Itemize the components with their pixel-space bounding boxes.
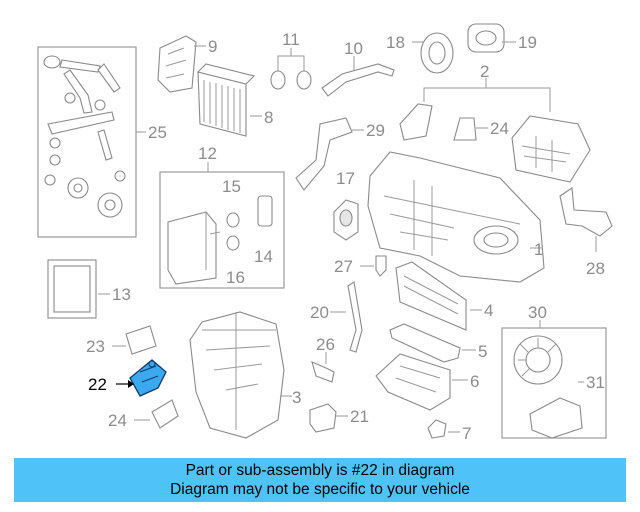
callout-24-top[interactable]: 24 xyxy=(490,119,509,138)
part-15-oring xyxy=(226,212,240,228)
callout-24-bottom[interactable]: 24 xyxy=(108,411,127,430)
callout-18[interactable]: 18 xyxy=(386,33,405,52)
callout-7[interactable]: 7 xyxy=(462,424,471,443)
part-16-oring xyxy=(226,235,240,251)
part-3-housing xyxy=(189,311,285,439)
part-24-clip-bottom xyxy=(151,399,179,429)
callout-28[interactable]: 28 xyxy=(586,259,605,278)
part-4-filter xyxy=(395,261,467,331)
callout-9[interactable]: 9 xyxy=(208,37,217,56)
callout-15[interactable]: 15 xyxy=(222,177,241,196)
part-2-flap-a xyxy=(399,103,433,141)
part-27-bolt xyxy=(375,255,387,277)
callout-19[interactable]: 19 xyxy=(518,33,537,52)
part-6-tray xyxy=(375,353,451,411)
group-25-box xyxy=(37,46,137,238)
part-29-bracket xyxy=(295,117,353,191)
callout-25[interactable]: 25 xyxy=(148,123,167,142)
part-21-part xyxy=(309,403,337,433)
callout-22[interactable]: 22 xyxy=(88,375,107,394)
callout-14[interactable]: 14 xyxy=(254,247,273,266)
group-12-box xyxy=(159,171,285,289)
part-28-bracket xyxy=(559,187,613,237)
callout-21[interactable]: 21 xyxy=(350,407,369,426)
part-10-pipe xyxy=(321,63,395,97)
callout-2[interactable]: 2 xyxy=(480,62,489,81)
callout-17[interactable]: 17 xyxy=(336,169,355,188)
callout-3[interactable]: 3 xyxy=(292,388,301,407)
callout-30[interactable]: 30 xyxy=(528,303,547,322)
callout-1[interactable]: 1 xyxy=(534,240,543,259)
callout-12[interactable]: 12 xyxy=(198,144,217,163)
part-5-panel xyxy=(389,323,461,363)
banner-line-2: Diagram may not be specific to your vehi… xyxy=(170,481,470,498)
callout-26[interactable]: 26 xyxy=(316,335,335,354)
part-7-clip xyxy=(427,419,447,439)
callout-27[interactable]: 27 xyxy=(334,257,353,276)
part-22-actuator xyxy=(129,359,167,397)
callout-16[interactable]: 16 xyxy=(226,268,245,287)
callout-31[interactable]: 31 xyxy=(586,373,605,392)
part-14-valve xyxy=(257,195,273,227)
part-20-hose xyxy=(347,281,363,353)
part-25-links xyxy=(43,55,126,218)
callout-4[interactable]: 4 xyxy=(484,301,493,320)
info-banner: Part or sub-assembly is #22 in diagram D… xyxy=(14,458,626,502)
callout-11[interactable]: 11 xyxy=(282,30,300,49)
part-2-duct xyxy=(511,115,591,183)
part-24-clip-top xyxy=(453,117,477,141)
callout-20[interactable]: 20 xyxy=(310,303,329,322)
part-26-part xyxy=(311,361,335,383)
banner-line-1: Part or sub-assembly is #22 in diagram xyxy=(185,462,455,479)
callout-6[interactable]: 6 xyxy=(470,372,479,391)
group-30-box xyxy=(501,327,607,439)
callout-5[interactable]: 5 xyxy=(478,342,487,361)
callout-13[interactable]: 13 xyxy=(112,285,131,304)
callout-10[interactable]: 10 xyxy=(344,39,363,58)
callout-23[interactable]: 23 xyxy=(86,337,105,356)
callout-8[interactable]: 8 xyxy=(264,108,273,127)
part-31-resistor xyxy=(529,397,583,439)
part-23-bracket xyxy=(125,325,157,355)
callout-29[interactable]: 29 xyxy=(366,121,385,140)
